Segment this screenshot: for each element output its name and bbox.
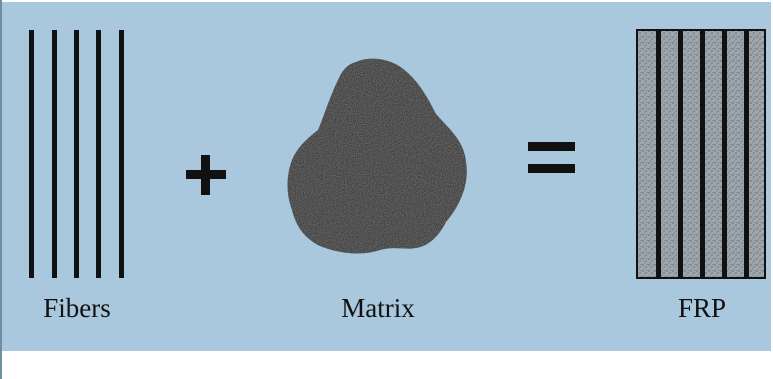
fibers-label: Fibers xyxy=(43,293,111,323)
plus-icon xyxy=(186,155,226,195)
fiber-line xyxy=(119,30,124,278)
fiber-line xyxy=(29,30,34,278)
frp-fiber-line xyxy=(744,30,749,278)
frp-fiber-line xyxy=(722,30,727,278)
fiber-line xyxy=(96,30,101,278)
frp-composite xyxy=(636,29,766,279)
frp-fiber-line xyxy=(678,30,683,278)
frp-fiber-line xyxy=(656,30,661,278)
matrix-label: Matrix xyxy=(341,293,415,323)
frp-label: FRP xyxy=(678,293,726,323)
fiber-line xyxy=(74,30,79,278)
left-edge-strip xyxy=(0,0,2,379)
equals-icon xyxy=(528,142,575,173)
fibers-group xyxy=(29,30,124,278)
fiber-line xyxy=(52,30,57,278)
matrix-blob xyxy=(287,58,467,254)
frp-fiber-line xyxy=(700,30,705,278)
